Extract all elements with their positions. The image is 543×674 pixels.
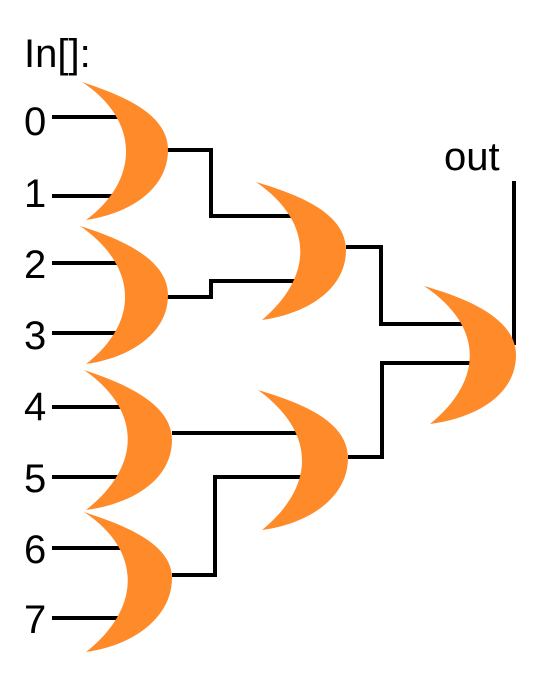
input-label-7: 7 [24,598,46,642]
or-gate-0123 [256,182,346,320]
wire-or67-to-or4567 [172,475,302,577]
wire-or4567-to-final [348,361,474,459]
inputs-title: In[]: [24,32,91,76]
or-gates [80,82,516,652]
or-gate-inputs-2-3 [80,226,168,364]
input-label-6: 6 [24,528,46,572]
wires [52,115,516,620]
input-label-0: 0 [24,100,46,144]
output-label: out [444,135,500,179]
input-label-4: 4 [24,385,46,429]
or-gate-final [424,286,516,424]
input-label-5: 5 [24,457,46,501]
or-gate-inputs-6-7 [84,512,172,652]
input-label-2: 2 [24,243,46,287]
wire-or23-to-or0123 [166,279,300,299]
or-gate-4567 [258,390,348,530]
or-gate-inputs-4-5 [84,370,172,510]
wire-or0123-to-final [346,245,474,326]
or-gate-inputs-0-1 [82,82,168,220]
input-label-3: 3 [24,314,46,358]
wire-or01-to-or0123 [166,148,300,218]
input-label-1: 1 [24,172,46,216]
